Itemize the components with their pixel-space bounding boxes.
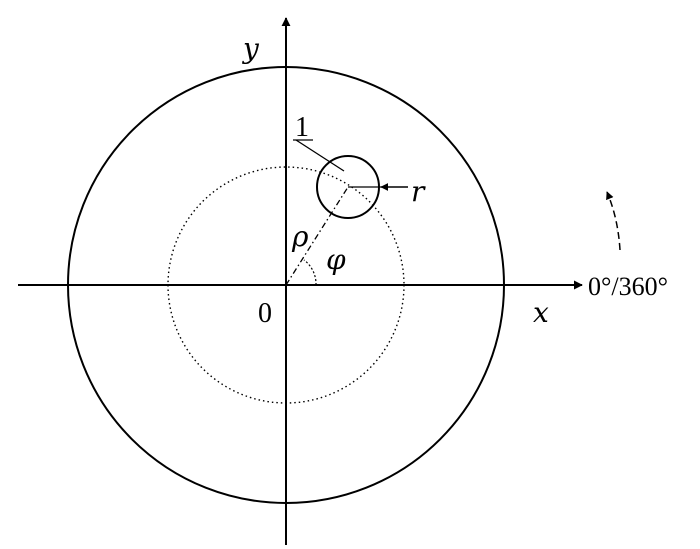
part-number-label: 1 <box>295 112 309 143</box>
polar-angle-label: φ <box>326 243 346 276</box>
part-1-leader-line <box>295 139 345 172</box>
origin-label: 0 <box>258 298 272 329</box>
x-axis-label: x <box>533 296 549 329</box>
phi-angle-arc <box>303 259 317 286</box>
radial-distance-label: ρ <box>291 220 309 253</box>
rho-line <box>285 186 349 286</box>
y-axis-label: y <box>241 32 260 65</box>
angle-reference-label: 0°/360° <box>588 272 668 301</box>
rotation-direction-arrow <box>606 191 621 251</box>
small-radius-label: r <box>411 175 426 208</box>
